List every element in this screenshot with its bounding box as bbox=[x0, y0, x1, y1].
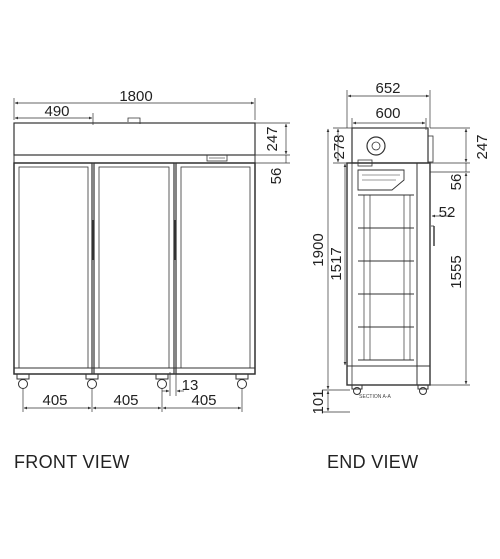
strip-height-label: 56 bbox=[268, 168, 285, 185]
door-width-label-3: 405 bbox=[191, 392, 216, 409]
end-cabinet-body bbox=[346, 162, 431, 386]
door-width-label-2: 405 bbox=[113, 392, 138, 409]
interior-height-label: 1517 bbox=[328, 247, 345, 280]
end-casters bbox=[351, 384, 429, 395]
end-view bbox=[322, 90, 470, 413]
partial-width-label: 490 bbox=[44, 103, 69, 120]
end-door bbox=[416, 162, 431, 386]
front-strip bbox=[13, 154, 256, 164]
overall-height-label: 1900 bbox=[310, 233, 327, 266]
end-view-caption: END VIEW bbox=[327, 452, 419, 472]
door-middle bbox=[93, 162, 175, 375]
door-left bbox=[13, 162, 93, 375]
front-casters bbox=[16, 373, 249, 389]
end-shelves bbox=[358, 194, 414, 361]
compressor-fan bbox=[366, 136, 386, 156]
front-view-caption: FRONT VIEW bbox=[14, 452, 130, 472]
gap-label: 13 bbox=[182, 377, 199, 394]
front-cabinet-body bbox=[13, 162, 256, 375]
end-canopy bbox=[351, 127, 429, 164]
base-height-label: 101 bbox=[310, 389, 327, 414]
front-canopy bbox=[13, 122, 256, 156]
overall-depth-label: 652 bbox=[375, 80, 400, 97]
section-label: SECTION A-A bbox=[359, 394, 391, 400]
end-canopy-height-label: 247 bbox=[474, 134, 491, 159]
top-depth-label: 278 bbox=[331, 134, 348, 159]
door-right bbox=[175, 162, 256, 375]
front-view bbox=[13, 98, 290, 412]
canopy-height-label: 247 bbox=[264, 126, 281, 151]
inner-depth-label: 600 bbox=[375, 105, 400, 122]
end-strip-height-label: 56 bbox=[448, 174, 465, 191]
shelf-offset-label: 52 bbox=[439, 204, 456, 221]
overall-width-label: 1800 bbox=[119, 88, 152, 105]
door-width-label-1: 405 bbox=[42, 392, 67, 409]
door-height-label: 1555 bbox=[448, 255, 465, 288]
